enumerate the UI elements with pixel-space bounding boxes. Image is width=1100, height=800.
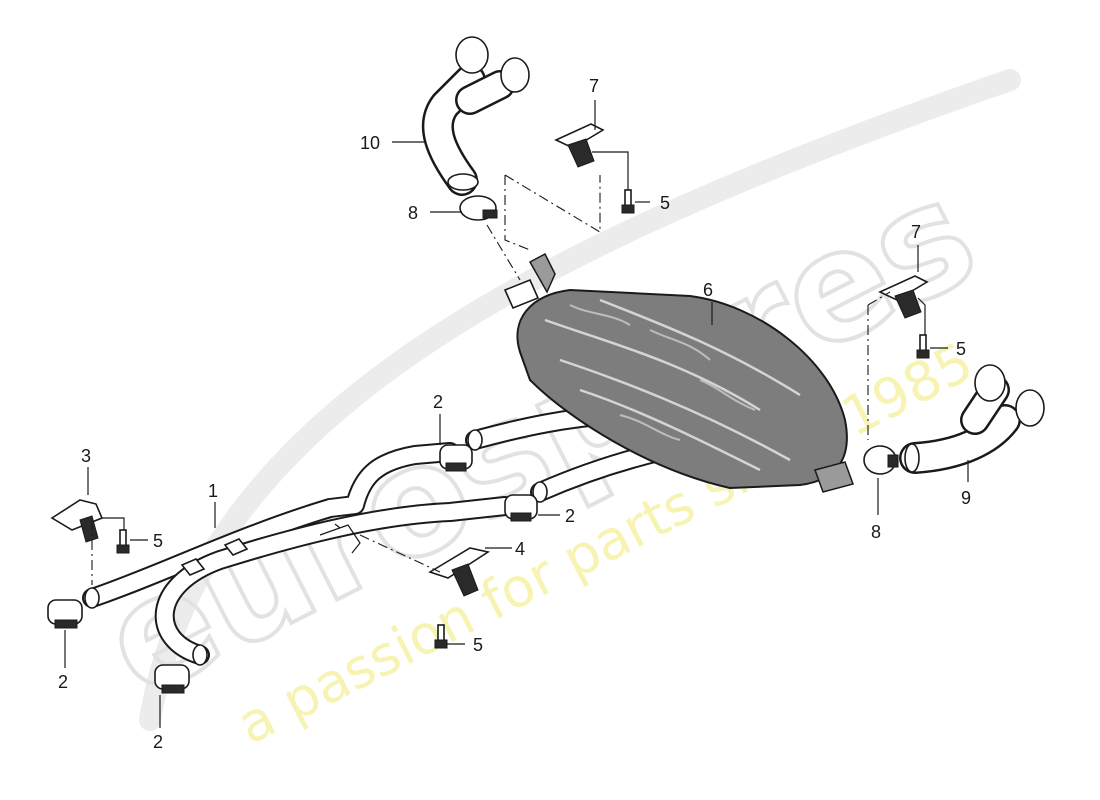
callout-7-right: 7: [911, 222, 921, 242]
clamp-2b: [154, 664, 190, 694]
callout-5-left: 5: [153, 531, 163, 551]
callout-7-top: 7: [589, 76, 599, 96]
front-pipe-assembly: [82, 442, 515, 666]
callouts: 10 7 5 8 6 7 5 9 8 2 2 4 5 3 5 1 2 2: [58, 76, 971, 752]
bolt-5a: [116, 529, 130, 554]
callout-1: 1: [208, 481, 218, 501]
callout-9: 9: [961, 488, 971, 508]
callout-6: 6: [703, 280, 713, 300]
callout-2-bottom: 2: [153, 732, 163, 752]
bracket-4: [428, 547, 491, 597]
callout-2-left: 2: [58, 672, 68, 692]
clamp-2a: [47, 599, 83, 629]
rear-muffler: [503, 252, 854, 493]
callout-2-right: 2: [565, 506, 575, 526]
brackets: [50, 123, 929, 597]
callout-8-right: 8: [871, 522, 881, 542]
callout-2-mid: 2: [433, 392, 443, 412]
leader-lines: [64, 100, 969, 728]
clamps: [47, 195, 899, 694]
callout-8-top: 8: [408, 203, 418, 223]
bolts: [116, 189, 930, 649]
assembly-lines: [91, 174, 891, 585]
bracket-7a: [554, 123, 605, 168]
clamp-2c: [439, 444, 473, 472]
bolt-5c: [621, 189, 635, 214]
clamp-8a: [459, 195, 498, 221]
bracket-3: [50, 499, 104, 543]
tail-pipe-right: [899, 364, 1045, 474]
tail-pipe-left: [421, 36, 530, 196]
callout-5-bottom: 5: [473, 635, 483, 655]
callout-10: 10: [360, 133, 380, 153]
clamp-2d: [504, 494, 538, 522]
bracket-7b: [878, 275, 929, 319]
callout-4: 4: [515, 539, 525, 559]
bolt-5d: [916, 334, 930, 359]
clamp-8b: [863, 445, 899, 475]
callout-5-right: 5: [956, 339, 966, 359]
callout-3: 3: [81, 446, 91, 466]
callout-5-top: 5: [660, 193, 670, 213]
watermark-swoosh: [139, 69, 1021, 731]
